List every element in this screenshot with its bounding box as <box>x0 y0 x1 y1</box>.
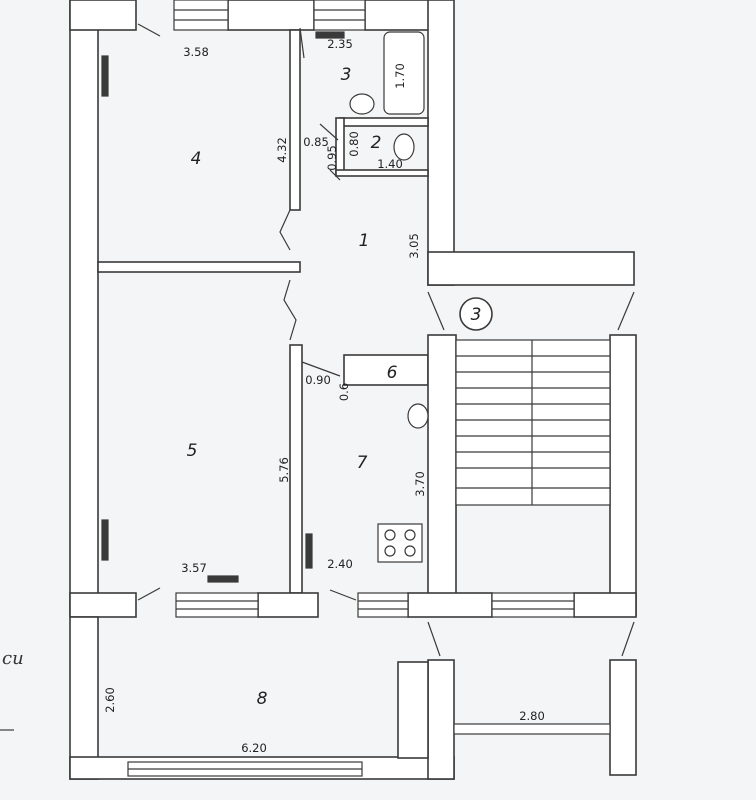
landing-top-wall <box>427 251 635 286</box>
stair-marker-label: 3 <box>471 305 482 325</box>
dim-090: 0.90 <box>305 373 331 387</box>
window-bottom-1 <box>175 592 259 618</box>
toilet <box>393 133 415 161</box>
staircase <box>455 339 611 506</box>
room-6-label: 6 <box>387 363 398 383</box>
dim-235: 2.35 <box>327 37 353 51</box>
stove <box>377 523 423 563</box>
dim-576: 5.76 <box>277 457 291 483</box>
wall-room5-right <box>289 344 303 594</box>
dim-085: 0.85 <box>303 135 329 149</box>
closet-6 <box>343 354 429 386</box>
walls <box>69 0 637 780</box>
dim-280: 2.80 <box>519 709 545 723</box>
bottom-wall-c <box>407 592 493 618</box>
room-1-label: 1 <box>359 231 370 251</box>
radiator-5b <box>207 575 239 583</box>
window-bottom-3 <box>491 592 575 618</box>
room-8-label: 8 <box>257 689 268 709</box>
doors <box>137 23 635 657</box>
sink-kitchen <box>407 403 429 429</box>
right-core-wall <box>427 0 455 286</box>
room-3-label: 3 <box>341 65 352 85</box>
room-labels: 1 2 3 4 5 6 7 8 <box>187 65 398 709</box>
dim-358: 3.58 <box>183 45 209 59</box>
radiator-5 <box>101 519 109 561</box>
side-text: си <box>2 648 24 669</box>
top-wall-left <box>69 0 137 31</box>
dim-060: 0.6 <box>337 383 351 401</box>
outer-right-pier <box>609 659 637 776</box>
window-bottom-2 <box>357 592 409 618</box>
dim-170: 1.70 <box>393 63 407 89</box>
dim-305: 3.05 <box>407 233 421 259</box>
bathtub <box>383 31 425 115</box>
dim-095: 0.95 <box>325 145 339 171</box>
dim-620: 6.20 <box>241 741 267 755</box>
stair-right-wall <box>609 334 637 616</box>
window-top-1 <box>173 0 229 31</box>
dim-080: 0.80 <box>347 131 361 157</box>
dim-140: 1.40 <box>377 157 403 171</box>
room-4-label: 4 <box>191 149 202 169</box>
bottom-wall-d <box>573 592 637 618</box>
room-2-label: 2 <box>371 133 382 153</box>
wc-bottom-wall <box>335 169 429 177</box>
dim-432: 4.32 <box>275 137 289 163</box>
windows <box>127 0 611 777</box>
stair-left-wall <box>427 334 457 596</box>
loggia-pier <box>397 661 429 759</box>
fixtures <box>101 31 429 583</box>
window-top-2 <box>313 0 366 31</box>
bath-partition <box>339 117 429 127</box>
radiator-7 <box>305 533 313 569</box>
dim-370: 3.70 <box>413 471 427 497</box>
room-5-label: 5 <box>187 441 198 461</box>
loggia-left-wall <box>69 616 99 780</box>
room-7-label: 7 <box>357 453 368 473</box>
dim-357: 3.57 <box>181 561 207 575</box>
sink-bath <box>349 93 375 115</box>
bottom-wall-a <box>69 592 137 618</box>
radiator-4 <box>101 55 109 97</box>
radiator-3 <box>315 31 345 39</box>
bottom-wall-b <box>257 592 319 618</box>
dimension-labels: 3.58 2.35 1.70 4.32 0.85 0.95 0.80 1.40 … <box>103 37 545 755</box>
loggia-right-wall <box>427 659 455 780</box>
partition-4-5 <box>97 261 301 273</box>
wall-room4-right <box>289 29 301 211</box>
top-wall-mid <box>227 0 315 31</box>
left-outer-wall <box>69 0 99 616</box>
window-right <box>453 723 611 735</box>
stair-marker-circle <box>459 297 493 331</box>
dim-260: 2.60 <box>103 687 117 713</box>
dim-240: 2.40 <box>327 557 353 571</box>
